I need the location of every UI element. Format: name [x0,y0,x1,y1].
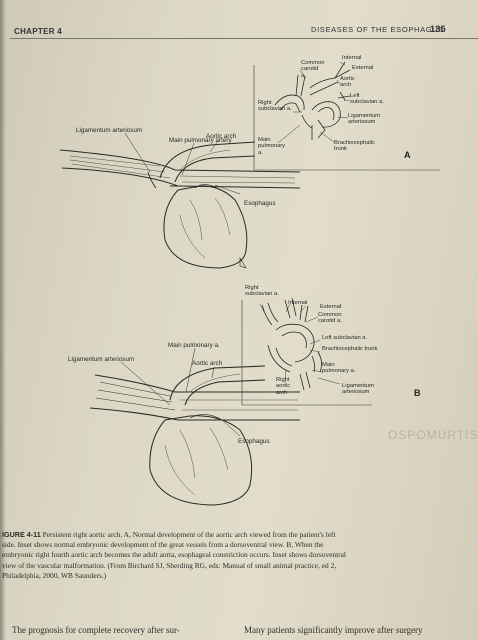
inset-a-external: External [352,65,374,71]
label-a-esophagus: Esophagus [244,200,276,207]
inset-b-frame [241,300,372,406]
inset-a-common-carotid: Common carotid a. [301,60,325,79]
caption-line-3: embryonic right fourth aortic arch becom… [2,550,346,560]
inset-a-internal: Internal [342,55,362,61]
inset-a-main-pulmonary: Main pulmonary a. [258,137,286,156]
inset-b-main-pulmonary: Main pulmonary a. [322,362,356,375]
figure-b-letter: B [414,388,421,398]
inset-b-right-aortic-arch: Right aortic arch [276,377,291,396]
figure-b-drawing [89,347,300,506]
inset-a-ligamentum: Ligamentum arteriosum [348,113,380,126]
caption-line-4: view of the vascular malformation. (From… [2,560,337,570]
figure-a-drawing [59,132,301,269]
inset-a-brachiocephalic: Brachiocephalic trunk [334,140,375,153]
label-b-esophagus: Esophagus [238,438,270,445]
figure-caption: IGURE 4-11 Persistent right aortic arch.… [2,530,478,581]
header-rule [10,38,478,39]
caption-line-2: side. Inset shows normal embryonic devel… [2,540,324,550]
inset-a-aortic-arch: Aortic arch [340,76,355,89]
inset-b-left-subclavian: Left subclavian a. [322,335,368,341]
body-text-left: The prognosis for complete recovery afte… [12,625,180,635]
label-a-ligamentum: Ligamentum arteriosum [76,127,143,134]
page-number: 135 [430,24,446,34]
bleed-through-text: OSPOMURTIS [388,428,478,442]
label-a-aortic-arch: Aortic arch [206,133,237,140]
inset-a-right-subclavian: Right subclavian a. [258,100,292,113]
inset-a-left-subclavian: Left subclavian a. [350,93,384,106]
inset-b-internal: Internal [288,300,308,306]
inset-b-right-subclavian: Right subclavian a. [245,285,279,298]
caption-line-5: Philadelphia, 2000, WB Saunders.) [2,570,107,580]
inset-a-vessels [274,61,351,144]
body-text-right: Many patients significantly improve afte… [244,625,423,635]
label-b-main-pulmonary: Main pulmonary a. [168,342,220,349]
caption-line-1: IGURE 4-11 Persistent right aortic arch.… [2,530,336,539]
section-heading: DISEASES OF THE ESOPHAGUS [311,25,445,34]
label-a-main-pulmonary: Main pulmonary artery [169,137,232,144]
gutter-shadow [0,0,6,640]
inset-a-frame [253,65,440,171]
chapter-heading: CHAPTER 4 [14,27,63,36]
inset-b-common-carotid: Common carotid a. [318,312,342,325]
inset-b-brachiocephalic: Brachiocephalic trunk [322,346,378,352]
inset-b-vessels [259,297,341,391]
figure-a-letter: A [404,150,411,160]
inset-b-external: External [320,304,342,310]
label-b-aortic-arch: Aortic arch [192,360,223,367]
label-b-ligamentum: Ligamentum arteriosum [68,356,135,363]
caption-figure-label: IGURE 4-11 [2,530,41,539]
inset-b-ligamentum: Ligamentum arteriosum [342,383,374,396]
